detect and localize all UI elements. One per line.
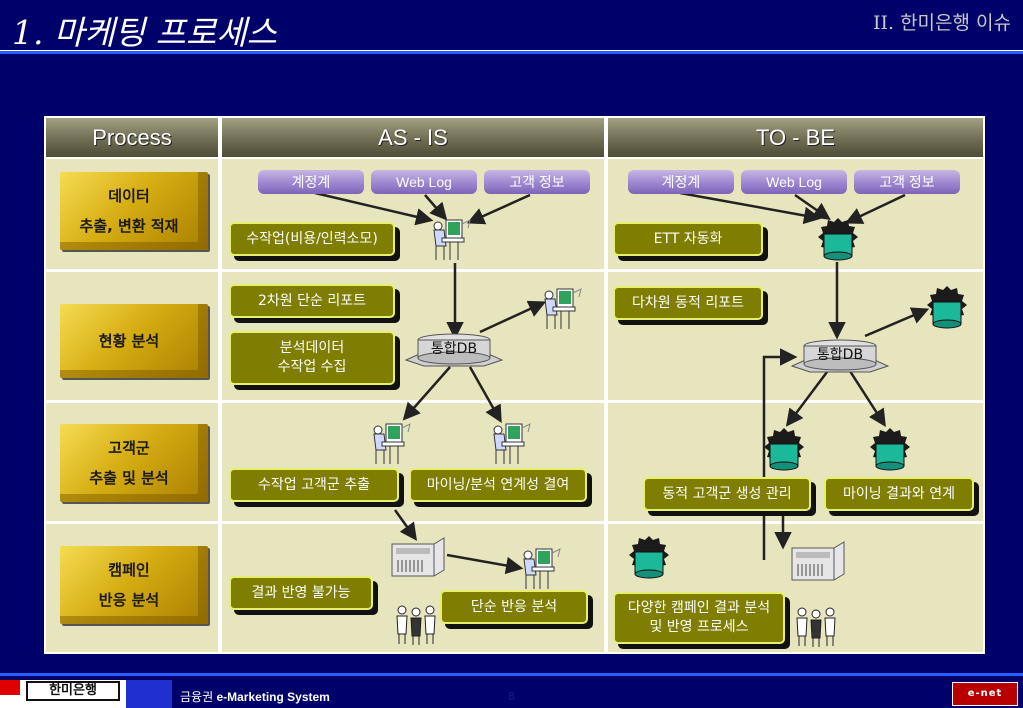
section-title: II. 한미은행 이슈 [872, 12, 1011, 34]
logo-red-block [0, 680, 20, 695]
asis-source-customer: 고객 정보 [484, 170, 590, 194]
gear-icon [818, 218, 858, 261]
tobe-campaign-line2: 및 반영 프로세스 [649, 619, 749, 635]
footer-system-name: 금융권 e-Marketing System [180, 688, 330, 705]
tobe-source-weblog: Web Log [741, 170, 847, 194]
asis-simple-response-box: 단순 반응 분석 [440, 590, 588, 624]
gear-icon [927, 286, 967, 329]
asis-source-weblog: Web Log [371, 170, 477, 194]
page-number: 8 [508, 690, 515, 703]
server-icon [391, 537, 445, 577]
row-label-campaign-line2: 반응 분석 [98, 591, 160, 609]
title-divider [0, 50, 1023, 56]
asis-manual-work-box: 수작업(비용/인력소모) [229, 222, 395, 256]
row-label-customer-line2: 추출 및 분석 [89, 469, 169, 487]
database-icon: 통합DB [404, 332, 504, 368]
row-label-customer: 고객군 추출 및 분석 [60, 424, 208, 502]
row-label-status-line1: 현황 분석 [98, 332, 160, 350]
person-computer-icon [523, 548, 561, 589]
footer-divider [0, 673, 1023, 676]
asis-manual-segment-box: 수작업 고객군 추출 [229, 468, 399, 502]
gear-icon [870, 428, 910, 471]
header-as-is: AS - IS [222, 118, 604, 157]
tobe-db-label: 통합DB [816, 347, 864, 363]
asis-no-feedback-box: 결과 반영 불가능 [229, 576, 373, 610]
asis-manual-data-line2: 수작업 수집 [277, 359, 347, 375]
bank-logo: 한미은행 [26, 681, 120, 701]
gear-icon [764, 428, 804, 471]
tobe-dynamic-segment-box: 동적 고객군 생성 관리 [643, 477, 811, 511]
asis-mining-gap-box: 마이닝/분석 연계성 결여 [409, 468, 587, 502]
people-icon [396, 605, 436, 645]
tobe-campaign-line1: 다양한 캠페인 결과 분석 [627, 600, 771, 616]
row-label-campaign-line1: 캠페인 [108, 561, 150, 579]
tobe-ett-auto-box: ETT 자동화 [613, 222, 763, 256]
tobe-source-customer: 고객 정보 [854, 170, 960, 194]
person-computer-icon [373, 423, 411, 464]
asis-manual-data-line1: 분석데이터 [279, 340, 345, 356]
person-computer-icon [433, 219, 471, 260]
asis-2d-report-box: 2차원 단순 리포트 [229, 284, 395, 318]
row-label-customer-line1: 고객군 [108, 439, 150, 457]
tobe-mining-link-box: 마이닝 결과와 연계 [824, 477, 974, 511]
server-icon [791, 541, 845, 581]
logo-blue-block [126, 680, 172, 708]
asis-db-label: 통합DB [430, 341, 478, 357]
header-process: Process [46, 118, 218, 157]
person-computer-icon [544, 288, 582, 329]
person-computer-icon [493, 423, 531, 464]
tobe-multidim-report-box: 다차원 동적 리포트 [613, 286, 763, 320]
row-label-data: 데이터 추출, 변환 적재 [60, 172, 208, 250]
gear-icon [629, 536, 669, 579]
asis-manual-data-box: 분석데이터 수작업 수집 [229, 331, 395, 385]
asis-source-account: 계정계 [258, 170, 364, 194]
row-label-data-line2: 추출, 변환 적재 [79, 217, 179, 235]
tobe-campaign-analysis-box: 다양한 캠페인 결과 분석 및 반영 프로세스 [613, 592, 785, 644]
row-label-campaign: 캠페인 반응 분석 [60, 546, 208, 624]
people-icon [796, 607, 836, 647]
tobe-source-account: 계정계 [628, 170, 734, 194]
footer-system-bold: e-Marketing System [216, 690, 330, 704]
database-icon: 통합DB [790, 338, 890, 374]
slide-title: 1. 마케팅 프로세스 [12, 13, 277, 52]
row-label-data-line1: 데이터 [108, 187, 150, 205]
row-label-status: 현황 분석 [60, 304, 208, 378]
footer-prefix: 금융권 [180, 690, 217, 704]
corp-logo: e-net [952, 682, 1018, 706]
header-to-be: TO - BE [608, 118, 983, 157]
